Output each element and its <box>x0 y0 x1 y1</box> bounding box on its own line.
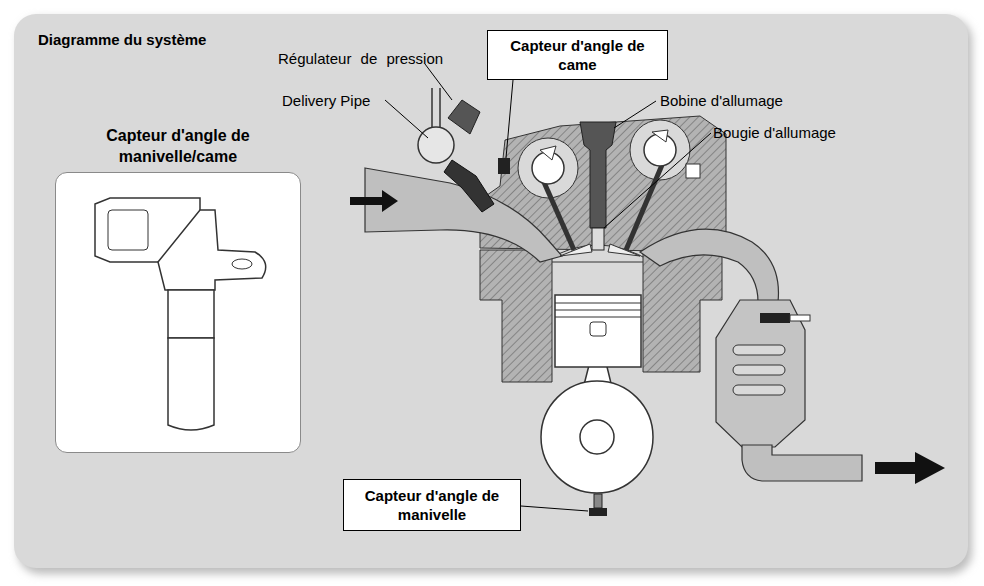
sensor-collar <box>168 290 214 338</box>
connector-socket <box>108 210 148 250</box>
cam-lobe <box>652 130 668 142</box>
inset-heading: Capteur d'angle de manivelle/came <box>55 125 301 167</box>
ignition-coil <box>580 122 616 228</box>
mount-hole <box>232 259 252 269</box>
converter-slot <box>733 385 785 395</box>
exhaust-pipe <box>640 229 778 302</box>
exhaust-valve-head <box>608 244 640 256</box>
callout-text: Capteur d'angle de came <box>488 36 667 74</box>
sensor-callout-box: Capteur d'angle de manivelle <box>343 479 521 531</box>
sensor-callout-box: Capteur d'angle de came <box>487 30 668 80</box>
part-label: Delivery Pipe <box>282 92 370 110</box>
bolt <box>686 164 700 178</box>
exhaust-arrow <box>875 452 945 484</box>
sensor-probe <box>168 338 214 430</box>
sensor-flange <box>158 210 266 290</box>
part-label: Régulateur de pression <box>278 50 443 68</box>
part-label: Bougie d'allumage <box>713 124 836 142</box>
leader-line <box>385 100 428 138</box>
crankshaft <box>541 381 653 493</box>
converter-slot <box>733 345 785 355</box>
inset-frame <box>55 172 301 453</box>
cam-lobe <box>540 146 556 160</box>
exhaust-cam <box>644 134 676 166</box>
intake-arrow <box>350 190 398 212</box>
oxygen-sensor-tip <box>790 315 810 321</box>
oxygen-sensor <box>760 313 790 323</box>
crank-sensor-body <box>589 508 607 516</box>
intake-valve-stem <box>543 180 574 250</box>
cylinder-wall <box>643 250 722 372</box>
panel <box>14 14 968 568</box>
leader-line <box>604 133 711 228</box>
piston-pin <box>590 322 606 336</box>
fuel-line <box>432 88 440 128</box>
spark-plug <box>592 228 604 250</box>
exhaust-valve-stem <box>626 165 662 250</box>
sensor-connector <box>95 198 200 262</box>
diagram-title: Diagramme du système <box>38 31 206 49</box>
leader-line <box>506 80 513 158</box>
pressure-regulator <box>448 100 480 134</box>
converter-slot <box>733 365 785 375</box>
part-label: Bobine d'allumage <box>660 92 783 110</box>
exhaust-outlet <box>742 445 862 481</box>
leader-line <box>425 64 452 100</box>
cylinder-wall <box>480 250 552 382</box>
inset-panel: Capteur d'angle de manivelle/came <box>55 125 301 453</box>
callout-text: Capteur d'angle de manivelle <box>344 486 520 524</box>
leader-line <box>521 506 588 511</box>
crank-sensor <box>594 494 602 508</box>
leader-line <box>614 101 656 128</box>
crank-journal <box>580 420 614 454</box>
piston <box>555 295 641 367</box>
delivery-pipe <box>418 127 454 163</box>
intake-valve-head <box>560 244 592 256</box>
injector <box>444 160 494 212</box>
catalytic-converter <box>716 300 805 447</box>
cam-sensor <box>498 158 510 174</box>
piston-rings <box>555 303 641 317</box>
